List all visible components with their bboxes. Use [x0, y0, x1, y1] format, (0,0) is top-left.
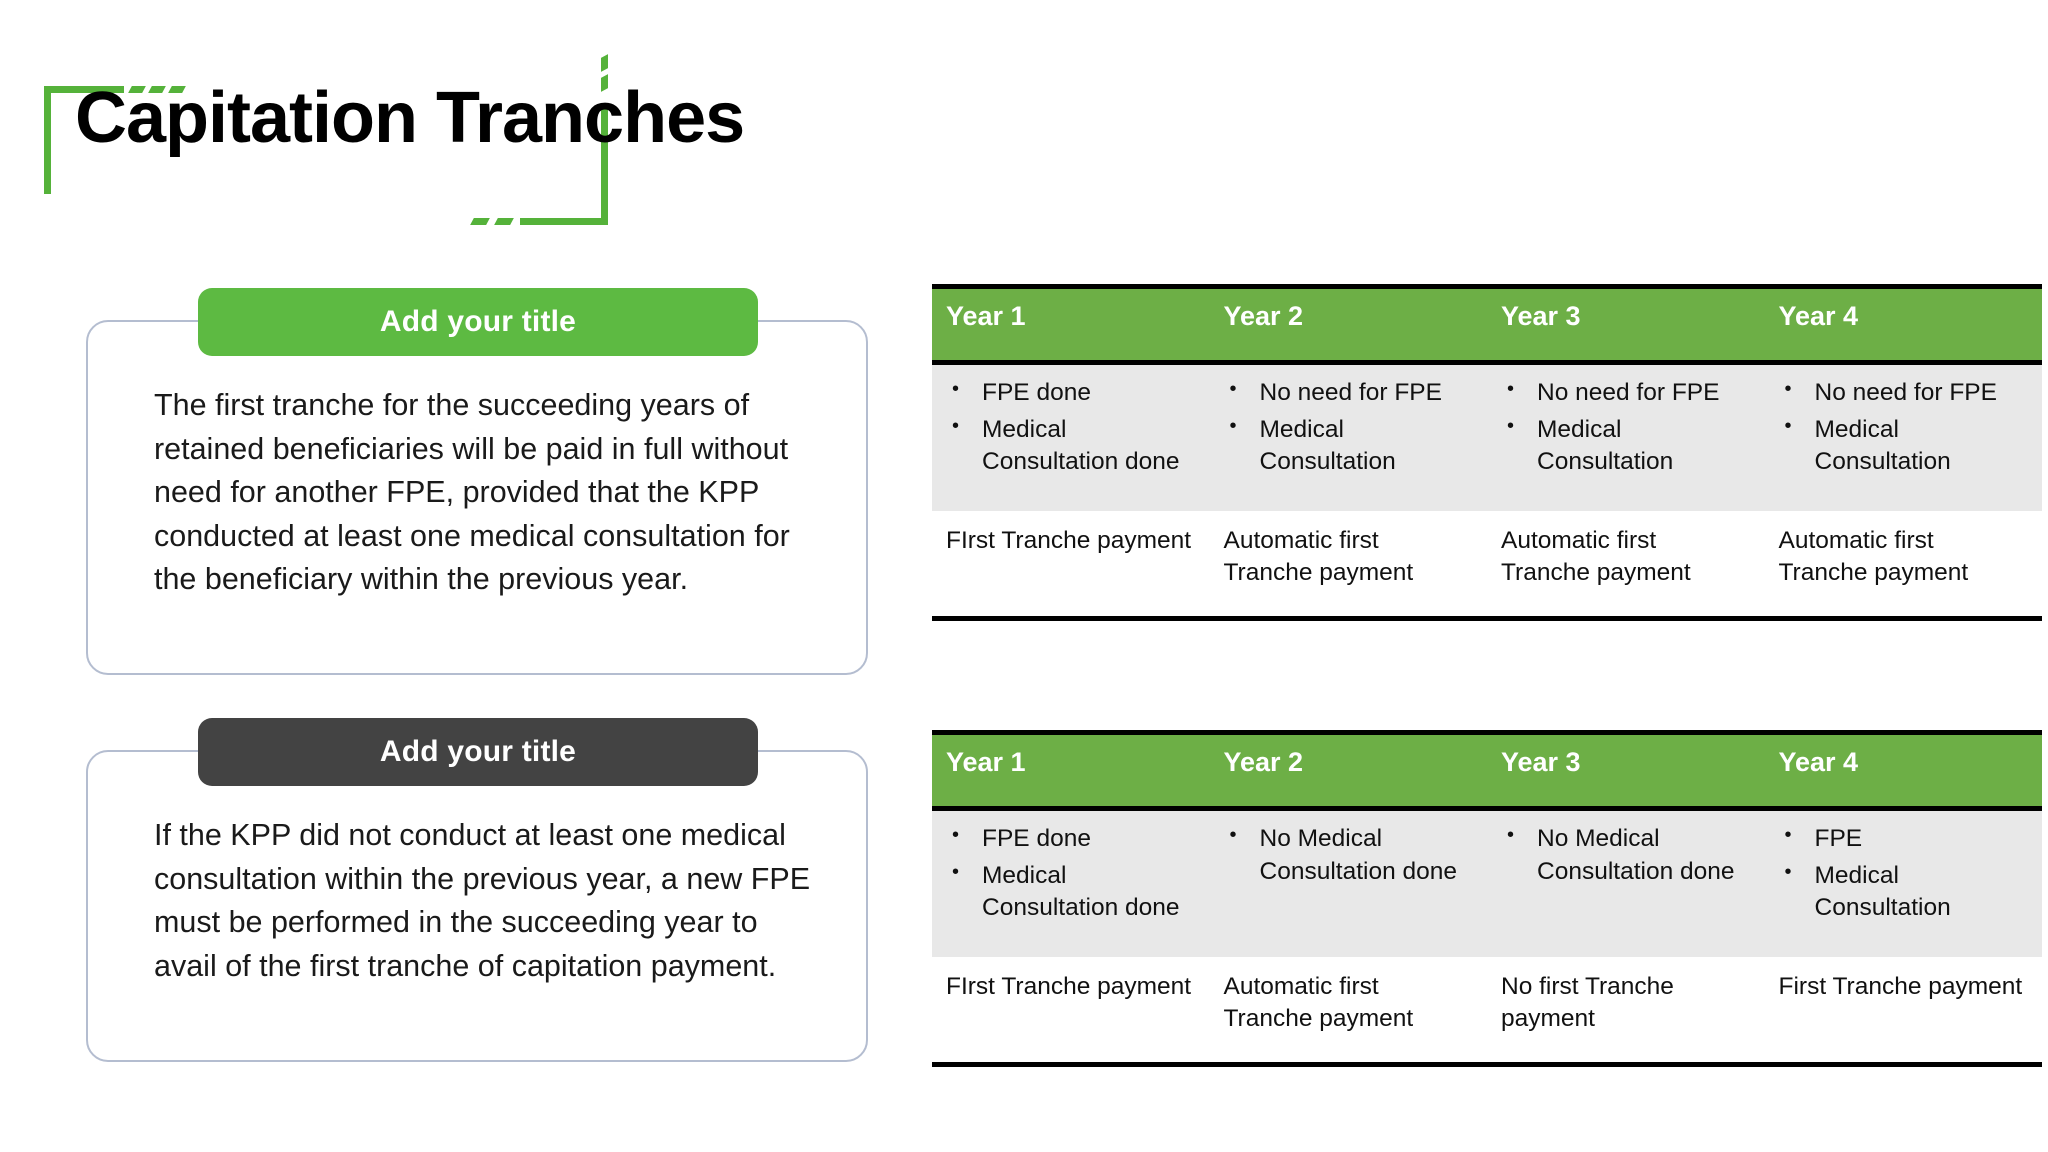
result-text: Automatic first Tranche payment [1223, 526, 1414, 587]
list-item: Medical Consultation [1224, 413, 1472, 479]
table-2-cell-result-3: No first Tranche payment [1487, 956, 1765, 1067]
table-2-header: Year 1 Year 2 Year 3 Year 4 [932, 730, 2042, 811]
table-1-cell-bullets-1: FPE doneMedical Consultation done [932, 362, 1210, 511]
bullet-list: FPE doneMedical Consultation done [946, 376, 1194, 479]
list-item: FPE done [946, 376, 1194, 410]
list-item: FPE done [946, 822, 1194, 856]
bullet-list: No need for FPEMedical Consultation [1224, 376, 1472, 479]
table-2-header-year-3: Year 3 [1487, 730, 1765, 811]
table-2-cell-result-2: Automatic first Tranche payment [1209, 956, 1487, 1067]
table-1-cell-bullets-3: No need for FPEMedical Consultation [1487, 362, 1765, 511]
list-item: FPE [1779, 822, 2027, 856]
tranche-table-1: Year 1 Year 2 Year 3 Year 4 FPE doneMedi… [932, 284, 2042, 621]
table-1-cell-bullets-4: No need for FPEMedical Consultation [1764, 362, 2042, 511]
table-2-header-year-2: Year 2 [1209, 730, 1487, 811]
table-row: FIrst Tranche payment Automatic first Tr… [932, 510, 2042, 621]
card-2-title-pill[interactable]: Add your title [198, 718, 758, 786]
bullet-list: No Medical Consultation done [1224, 822, 1472, 888]
title-bracket-dash-9 [470, 218, 490, 225]
table-2-header-year-1: Year 1 [932, 730, 1210, 811]
table-1-cell-result-1: FIrst Tranche payment [932, 510, 1210, 621]
table-2-cell-bullets-3: No Medical Consultation done [1487, 808, 1765, 957]
table-row: FPE doneMedical Consultation done No nee… [932, 362, 2042, 511]
table-1-cell-result-2: Automatic first Tranche payment [1209, 510, 1487, 621]
table-2-header-year-4: Year 4 [1764, 730, 2042, 811]
table-1-header-year-1: Year 1 [932, 284, 1210, 365]
title-bracket-top-left-vertical [44, 86, 51, 194]
list-item: No Medical Consultation done [1224, 822, 1472, 888]
table-1-header-year-4: Year 4 [1764, 284, 2042, 365]
table-1-cell-result-4: Automatic first Tranche payment [1764, 510, 2042, 621]
table-1-cell-bullets-2: No need for FPEMedical Consultation [1209, 362, 1487, 511]
table-1-cell-result-3: Automatic first Tranche payment [1487, 510, 1765, 621]
info-card-2: Add your title If the KPP did not conduc… [86, 718, 868, 1062]
card-1-title-pill[interactable]: Add your title [198, 288, 758, 356]
result-text: Automatic first Tranche payment [1501, 526, 1691, 587]
table-1-body: FPE doneMedical Consultation done No nee… [932, 362, 2042, 621]
table-1-header: Year 1 Year 2 Year 3 Year 4 [932, 284, 2042, 365]
result-text: First Tranche payment [1778, 972, 2023, 1000]
bullet-list: FPE doneMedical Consultation done [946, 822, 1194, 925]
bullet-list: No Medical Consultation done [1501, 822, 1749, 888]
title-bracket-dash-7 [601, 54, 608, 72]
list-item: No Medical Consultation done [1501, 822, 1749, 888]
table-2-cell-result-4: First Tranche payment [1764, 956, 2042, 1067]
list-item: Medical Consultation done [946, 859, 1194, 925]
page-title: Capitation Tranches [75, 78, 745, 158]
table-2-cell-result-1: FIrst Tranche payment [932, 956, 1210, 1067]
bullet-list: FPEMedical Consultation [1779, 822, 2027, 925]
list-item: No need for FPE [1224, 376, 1472, 410]
list-item: Medical Consultation [1779, 859, 2027, 925]
title-bracket-dash-8 [494, 218, 514, 225]
result-text: FIrst Tranche payment [946, 526, 1192, 554]
list-item: Medical Consultation [1779, 413, 2027, 479]
list-item: Medical Consultation done [946, 413, 1194, 479]
card-1-body-text: The first tranche for the succeeding yea… [154, 388, 790, 597]
table-2-cell-bullets-4: FPEMedical Consultation [1764, 808, 2042, 957]
title-bracket-bottom-right-horizontal [520, 218, 608, 225]
list-item: Medical Consultation [1501, 413, 1749, 479]
list-item: No need for FPE [1501, 376, 1749, 410]
slide-title-block: Capitation Tranches [30, 54, 830, 225]
list-item: No need for FPE [1779, 376, 2027, 410]
result-text: No first Tranche payment [1501, 972, 1674, 1033]
tranche-table-2: Year 1 Year 2 Year 3 Year 4 FPE doneMedi… [932, 730, 2042, 1067]
table-row: FPE doneMedical Consultation done No Med… [932, 808, 2042, 957]
bullet-list: No need for FPEMedical Consultation [1501, 376, 1749, 479]
card-1-title-label: Add your title [379, 305, 577, 338]
result-text: Automatic first Tranche payment [1778, 526, 1969, 587]
table-2-cell-bullets-2: No Medical Consultation done [1209, 808, 1487, 957]
table-row: Year 1 Year 2 Year 3 Year 4 [932, 284, 2042, 365]
result-text: FIrst Tranche payment [946, 972, 1192, 1000]
result-text: Automatic first Tranche payment [1223, 972, 1414, 1033]
table-row: FIrst Tranche payment Automatic first Tr… [932, 956, 2042, 1067]
card-2-body-text: If the KPP did not conduct at least one … [154, 818, 811, 983]
card-2-title-label: Add your title [379, 735, 577, 768]
info-card-1: Add your title The first tranche for the… [86, 288, 868, 675]
table-2-body: FPE doneMedical Consultation done No Med… [932, 808, 2042, 1067]
table-1-header-year-2: Year 2 [1209, 284, 1487, 365]
table-row: Year 1 Year 2 Year 3 Year 4 [932, 730, 2042, 811]
bullet-list: No need for FPEMedical Consultation [1779, 376, 2027, 479]
table-2-cell-bullets-1: FPE doneMedical Consultation done [932, 808, 1210, 957]
title-bracket-bottom-right-vertical [601, 105, 608, 225]
table-1-header-year-3: Year 3 [1487, 284, 1765, 365]
title-bracket-top-left-horizontal [44, 86, 124, 93]
